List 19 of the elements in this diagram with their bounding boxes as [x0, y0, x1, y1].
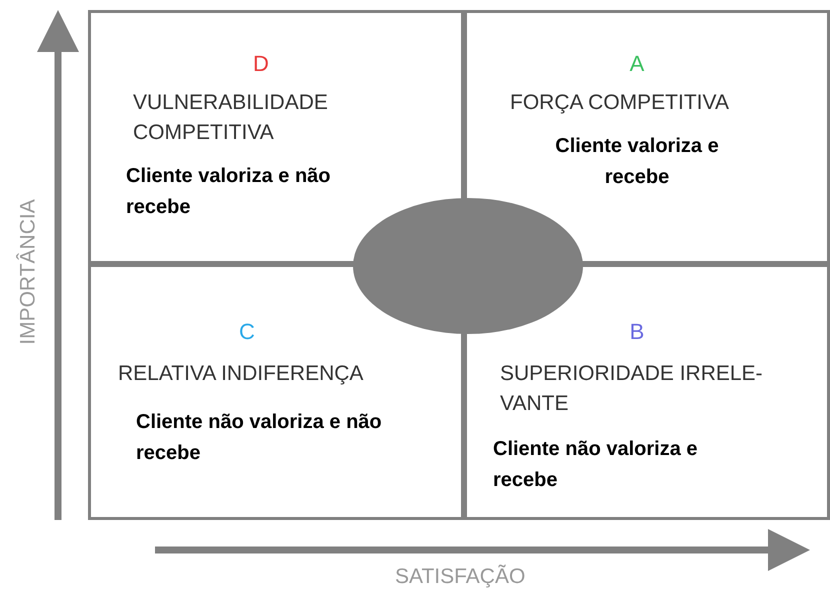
quadrant-panel — [464, 10, 830, 264]
quadrant-title: SUPERIORIDADE IRRELE-VANTE — [500, 361, 764, 418]
quadrant-description: Cliente não valoriza e não recebe — [136, 410, 383, 466]
quadrant-panel — [88, 264, 464, 520]
quadrant-panel — [88, 10, 464, 264]
quadrant-description: Cliente valoriza e não recebe — [126, 164, 332, 220]
quadrant-title: VULNERABILIDADE COMPETITIVA — [133, 90, 329, 146]
quadrant-letter: B — [628, 319, 646, 345]
quadrant-description: Cliente valoriza e recebe — [554, 134, 720, 190]
quadrant-letter: C — [238, 319, 256, 345]
quadrant-title: RELATIVA INDIFERENÇA — [118, 361, 364, 387]
quadrant-title: FORÇA COMPETITIVA — [510, 90, 730, 116]
vertical-axis-label: IMPORTÂNCIA — [16, 199, 40, 345]
quadrant-description: Cliente não valoriza e recebe — [493, 437, 699, 493]
quadrant-letter: A — [628, 51, 646, 77]
horizontal-axis-label: SATISFAÇÃO — [395, 565, 526, 589]
center-ellipse — [353, 198, 583, 334]
quadrant-panel — [464, 264, 830, 520]
quadrant-letter: D — [252, 51, 270, 77]
